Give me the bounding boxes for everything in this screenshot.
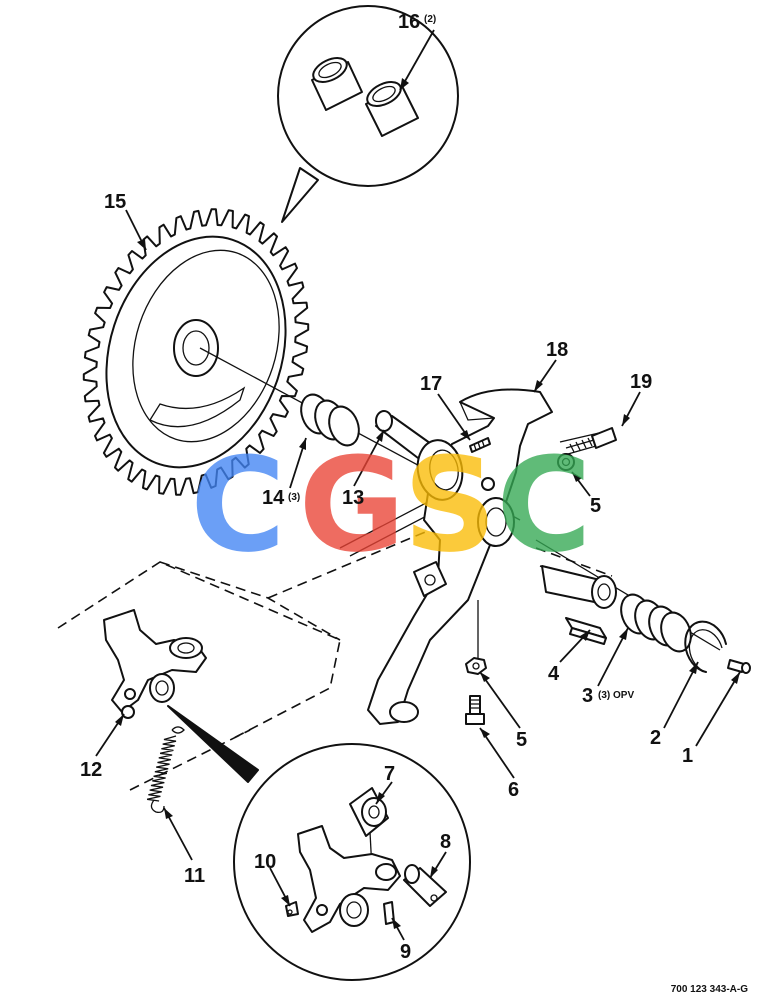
capscrew-19: [565, 427, 617, 455]
callout-17: 17: [420, 373, 442, 395]
callout-14: 14: [262, 487, 285, 509]
spring-washers-14: [300, 393, 360, 447]
nut-5-upper: [557, 453, 575, 471]
extension-spring-11: [146, 726, 185, 814]
spring-washers-3: [620, 593, 692, 653]
callout-9: 9: [400, 941, 411, 963]
bushing-detail-circle: [277, 5, 459, 223]
watermark-letter-3: S: [403, 429, 497, 581]
bolt-6: [465, 695, 485, 725]
callout-13: 13: [342, 487, 364, 509]
callout-2: 2: [650, 727, 661, 749]
retaining-ring-2: [684, 620, 727, 673]
watermark-letter-2: G: [299, 429, 406, 581]
bushing-left: [311, 57, 363, 111]
leader-arrows: [95, 29, 741, 941]
lever-body-detail: [297, 825, 401, 933]
sprocket: [82, 208, 310, 496]
callout-16: 16: [398, 11, 420, 33]
callout-6: 6: [508, 779, 519, 801]
callout-12: 12: [80, 759, 102, 781]
setscrew-17: [469, 437, 491, 453]
callout-3: 3: [582, 685, 593, 707]
callout-8: 8: [440, 831, 451, 853]
callout-5-upper: 5: [590, 495, 601, 517]
pivot-shaft: [539, 565, 617, 609]
lube-fitting-1: [727, 659, 751, 674]
pin-8: [403, 864, 447, 907]
lever-detail-circle: [167, 705, 471, 981]
callout-16-qty: (2): [424, 14, 436, 25]
roller-7: [349, 787, 389, 871]
callout-18: 18: [546, 339, 568, 361]
watermark-logo: C G S C: [190, 429, 591, 581]
arm-bracket-18: [367, 388, 553, 725]
callout-4: 4: [548, 663, 560, 685]
callout-11: 11: [184, 865, 205, 887]
callout-3-qty: (3) OPV: [598, 690, 634, 701]
watermark-letter-1: C: [190, 429, 285, 581]
callout-7: 7: [384, 763, 395, 785]
callout-14-qty: (3): [288, 492, 300, 503]
key-4: [565, 617, 607, 645]
callout-1: 1: [682, 745, 693, 767]
watermark-letter-4: C: [496, 429, 591, 581]
nut-5-lower: [465, 657, 487, 675]
callout-labels: 16 (2) 15 18 17 19 14 (3) 13 5 4 3 (3) O…: [80, 11, 693, 963]
lever-assembly-12: [103, 609, 207, 719]
callout-15: 15: [104, 191, 126, 213]
bushing-right: [365, 81, 419, 137]
callout-19: 19: [630, 371, 652, 393]
callout-5-lower: 5: [516, 729, 527, 751]
callout-10: 10: [254, 851, 276, 873]
figure-id: 700 123 343-A-G: [671, 984, 748, 995]
